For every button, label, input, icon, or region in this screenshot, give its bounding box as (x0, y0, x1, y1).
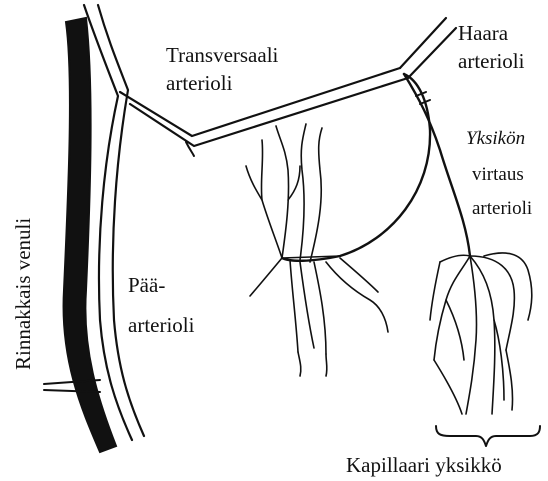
main-arteriole-label-line2: arterioli (128, 313, 195, 337)
unit-flow-arteriole-label-line3: arterioli (472, 198, 532, 219)
capillary-unit-label: Kapillaari yksikkö (346, 453, 502, 477)
unit-flow-arteriole (404, 74, 470, 256)
main-arteriole-label-line1: Pää- (128, 273, 165, 297)
main-arteriole-inner (98, 5, 144, 436)
transverse-arteriole-label-line1: Transversaali (166, 43, 279, 67)
branch-arteriole-label-line2: arterioli (458, 49, 525, 73)
capillary-unit-bracket (436, 426, 540, 446)
branch-arteriole-left (400, 18, 446, 68)
transverse-arteriole-label-line2: arterioli (166, 71, 233, 95)
unit-flow-arteriole-label-line2: virtaus (472, 164, 524, 185)
unit-flow-arteriole-label-line1: Yksikön (466, 128, 525, 149)
left-capillary-network (246, 124, 388, 376)
parallel-venule-label: Rinnakkais venuli (11, 218, 35, 370)
parallel-venule (64, 18, 116, 452)
right-capillary-unit (430, 253, 532, 414)
branch-arteriole-label-line1: Haara (458, 21, 509, 45)
arteriole-loop (282, 74, 430, 261)
